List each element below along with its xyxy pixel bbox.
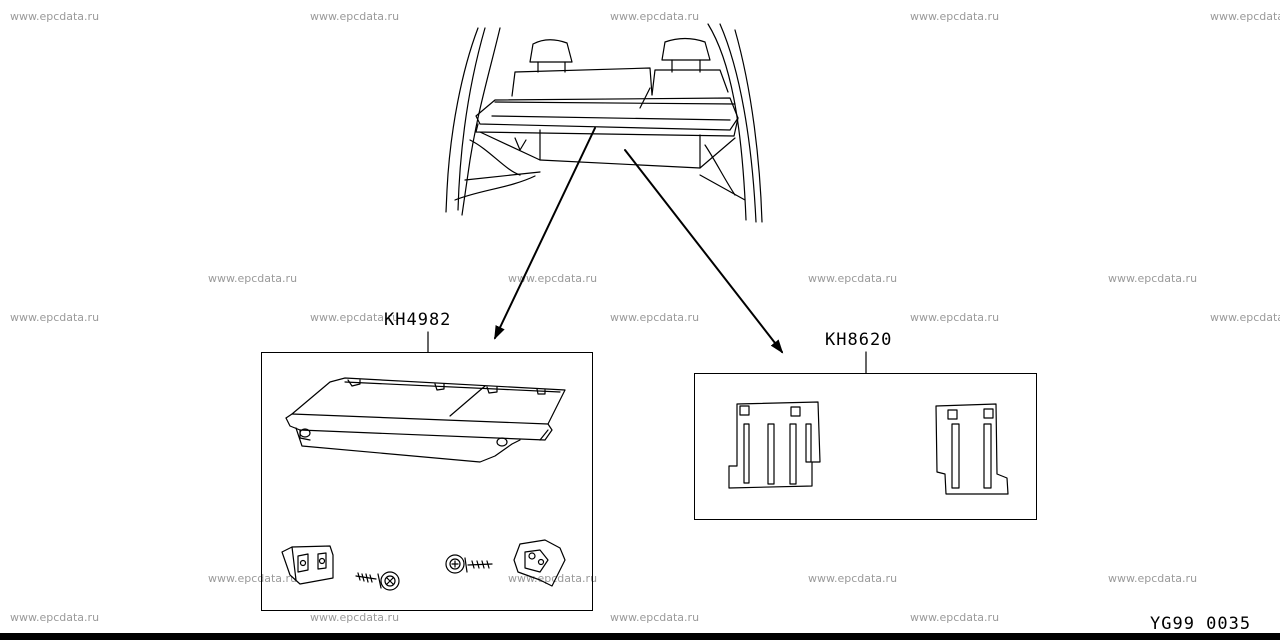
bracket-right-drawing (513, 539, 566, 587)
watermark-text: www.epcdata.ru (808, 272, 898, 285)
watermark-text: www.epcdata.ru (1210, 311, 1280, 324)
part-label-left[interactable]: KH4982 (384, 310, 452, 330)
watermark-text: www.epcdata.ru (508, 572, 598, 585)
watermark-text: www.epcdata.ru (1108, 572, 1198, 585)
arrow-to-right-part (624, 149, 784, 354)
watermark-text: www.epcdata.ru (310, 311, 400, 324)
luggage-mat-right-drawing (935, 403, 1009, 495)
watermark-text: www.epcdata.ru (610, 611, 700, 624)
watermark-text: www.epcdata.ru (910, 611, 1000, 624)
part-frame-left (261, 352, 593, 611)
part-label-right[interactable]: KH8620 (825, 330, 893, 350)
screw-right-drawing (445, 554, 493, 574)
watermark-text: www.epcdata.ru (910, 10, 1000, 23)
bottom-bar (0, 633, 1280, 640)
watermark-text: www.epcdata.ru (208, 272, 298, 285)
watermark-text: www.epcdata.ru (1210, 10, 1280, 23)
watermark-text: www.epcdata.ru (610, 10, 700, 23)
watermark-text: www.epcdata.ru (10, 10, 100, 23)
watermark-text: www.epcdata.ru (808, 572, 898, 585)
watermark-text: www.epcdata.ru (310, 10, 400, 23)
watermark-text: www.epcdata.ru (508, 272, 598, 285)
car-cargo-area-drawing (445, 23, 763, 223)
watermark-text: www.epcdata.ru (910, 311, 1000, 324)
screw-left-drawing (355, 571, 400, 591)
part-frame-right (694, 373, 1037, 520)
tonneau-cover-drawing (285, 377, 566, 463)
bracket-left-drawing (281, 545, 334, 585)
arrow-to-left-part (494, 127, 596, 340)
watermark-text: www.epcdata.ru (208, 572, 298, 585)
watermark-text: www.epcdata.ru (10, 611, 100, 624)
luggage-mat-left-drawing (728, 401, 821, 489)
watermark-text: www.epcdata.ru (1108, 272, 1198, 285)
watermark-text: www.epcdata.ru (310, 611, 400, 624)
diagram-code: YG99 0035 (1150, 614, 1252, 634)
watermark-text: www.epcdata.ru (610, 311, 700, 324)
watermark-text: www.epcdata.ru (10, 311, 100, 324)
